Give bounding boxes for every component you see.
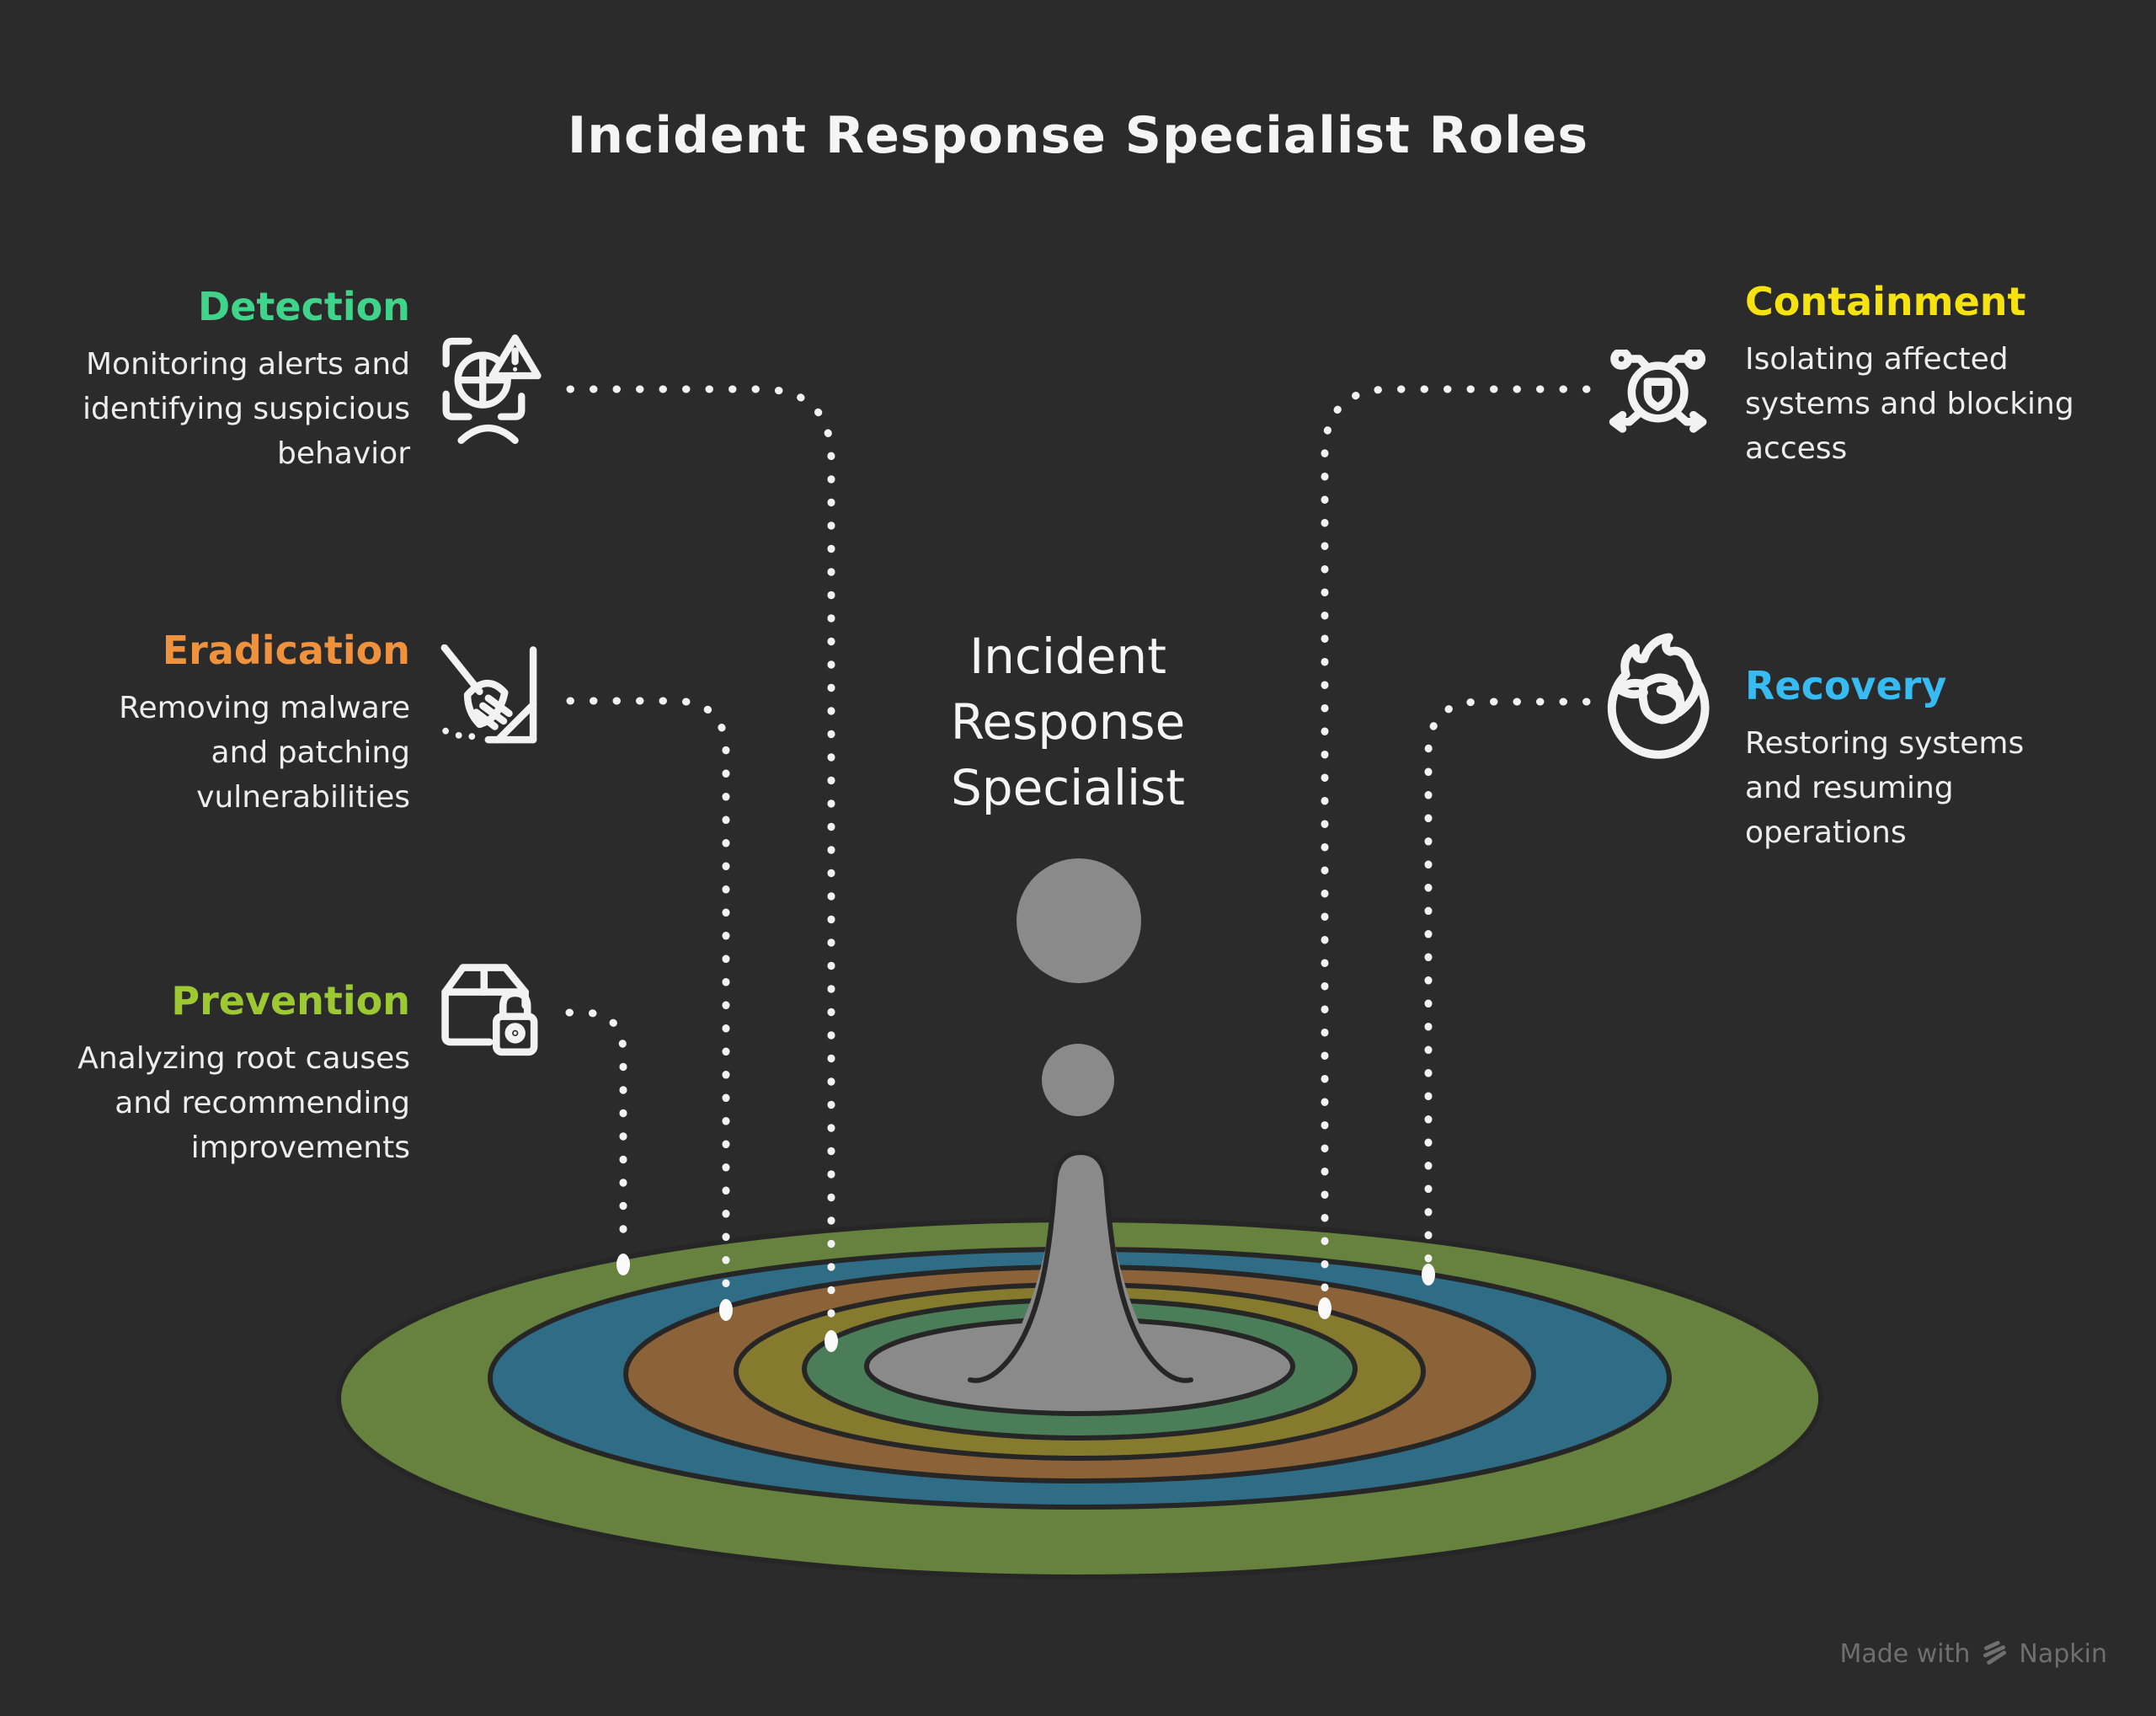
role-description-line: and recommending [115,1086,410,1120]
role-block-containment: Containment Isolating affected systems a… [1745,278,2132,471]
role-label-recovery: Recovery [1745,663,1947,708]
package-lock-icon [441,964,538,1056]
role-description-prevention: Analyzing root causes and recommending i… [34,1036,410,1170]
role-block-detection: Detection Monitoring alerts and identify… [34,283,410,476]
endpoint-containment [1318,1297,1331,1319]
napkin-watermark: Made with Napkin [1839,1639,2107,1669]
center-title-line: Incident [969,628,1166,685]
scan-alert-icon [442,334,542,444]
role-description-line: identifying suspicious [83,392,410,426]
role-label-eradication: Eradication [162,628,410,673]
endpoint-eradication [719,1299,733,1321]
center-title-line: Response [950,693,1186,751]
splash-droplet-small [1042,1044,1114,1116]
role-label-prevention: Prevention [171,978,410,1024]
role-description-eradication: Removing malware and patching vulnerabil… [34,686,410,820]
role-description-line: operations [1745,815,1907,850]
connector-containment [1321,385,1591,1296]
splash-droplet-large [1017,858,1141,983]
role-block-eradication: Eradication Removing malware and patchin… [34,627,410,820]
center-title: Incident Response Specialist [878,623,1257,821]
role-label-detection: Detection [198,284,410,329]
phoenix-icon [1607,633,1710,759]
connector-detection [566,385,835,1328]
role-description-line: Analyzing root causes [77,1041,410,1076]
role-description-line: Removing malware [119,691,410,725]
role-description-line: Restoring systems [1745,726,2025,761]
role-description-line: systems and blocking [1745,387,2074,421]
endpoint-recovery [1422,1264,1435,1286]
broom-sweep-icon [440,644,537,744]
endpoint-prevention [616,1254,630,1275]
role-description-line: access [1745,431,1848,466]
page-title: Incident Response Specialist Roles [567,106,1589,165]
watermark-brand: Napkin [2019,1639,2107,1669]
connector-prevention [565,1008,627,1253]
role-description-recovery: Restoring systems and resuming operation… [1745,721,2132,855]
dotted-connectors [565,385,1591,1328]
role-description-line: vulnerabilities [196,780,410,815]
role-description-line: improvements [190,1131,410,1165]
watermark-prefix: Made with [1839,1639,1971,1669]
role-description-line: and patching [211,735,410,770]
connector-eradication [566,697,730,1298]
role-description-line: and resuming [1745,771,1954,805]
shield-network-icon [1609,350,1707,433]
role-description-containment: Isolating affected systems and blocking … [1745,337,2132,471]
role-block-recovery: Recovery Restoring systems and resuming … [1745,662,2132,855]
endpoint-detection [825,1330,838,1352]
role-description-line: Isolating affected [1745,342,2009,377]
role-label-containment: Containment [1745,279,2026,324]
role-description-line: behavior [276,436,410,471]
center-title-line: Specialist [950,759,1186,816]
connector-recovery [1424,698,1591,1263]
role-description-detection: Monitoring alerts and identifying suspic… [34,342,410,476]
water-splash [968,858,1193,1398]
role-description-line: Monitoring alerts and [85,347,410,382]
splash-column-outline [968,1149,1193,1383]
napkin-logo-icon [1983,1640,2007,1665]
role-block-prevention: Prevention Analyzing root causes and rec… [34,977,410,1170]
connector-endpoints [616,1254,1435,1352]
